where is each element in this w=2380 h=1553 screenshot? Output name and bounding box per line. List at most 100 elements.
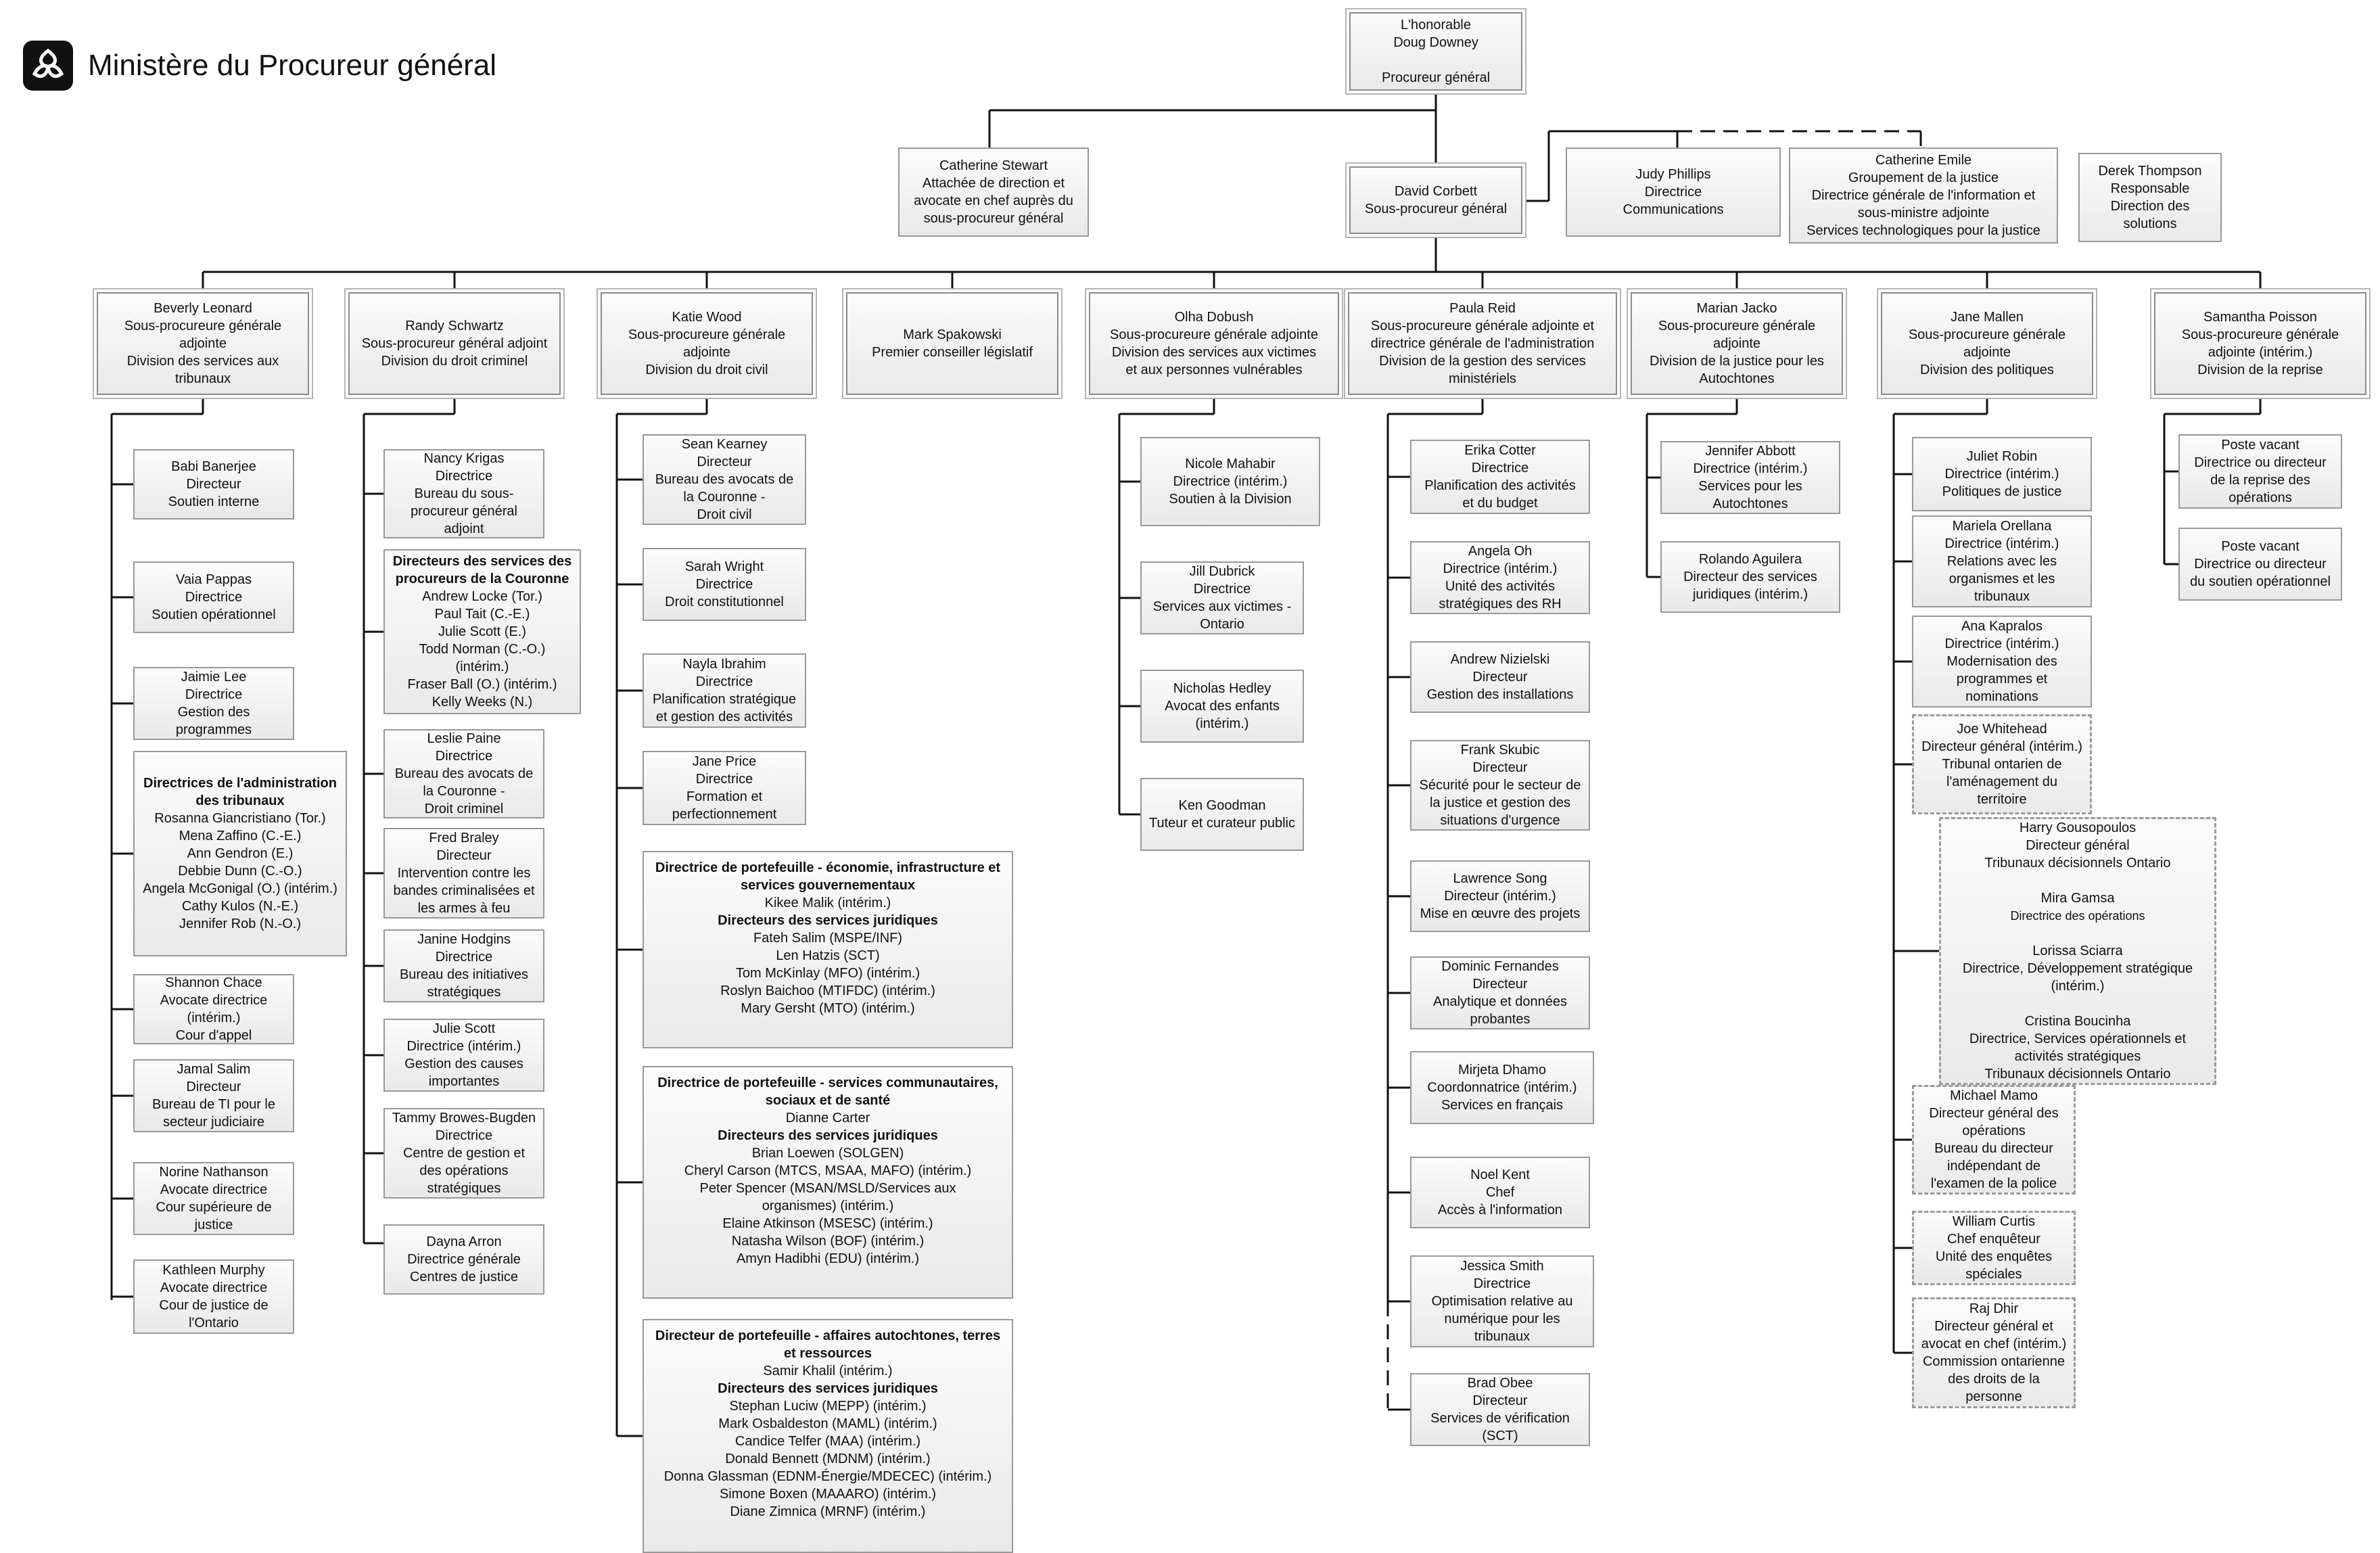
box-line: Directrice	[435, 950, 493, 965]
box-line: Sous-procureure générale	[1658, 319, 1816, 333]
box-line: Directeur général (intérim.)	[1921, 739, 2082, 754]
box-line: Directeur général	[2026, 838, 2130, 853]
box-line: organismes) (intérim.)	[762, 1199, 894, 1213]
box-line: Groupement de la justice	[1848, 170, 1999, 185]
box-line: avocat en chef (intérim.)	[1921, 1337, 2067, 1351]
box-line: procureur général	[411, 504, 517, 519]
box-line: Directeur des services	[1683, 570, 1817, 584]
box-line: tribunaux	[1474, 1329, 1531, 1344]
box-line: Erika Cotter	[1464, 443, 1536, 458]
box-line: Chef	[1485, 1185, 1515, 1200]
ontario-trillium-logo-icon	[23, 41, 73, 91]
box-line: nominations	[1965, 689, 2038, 704]
box-line: Roslyn Baichoo (MTIFDC) (intérim.)	[720, 983, 935, 998]
box-line: Julie Scott (E.)	[438, 624, 527, 639]
box-line: numérique pour les	[1444, 1312, 1560, 1326]
box-line: Directrice, Développement stratégique	[1962, 961, 2193, 976]
box-line: Todd Norman (C.-O.)	[419, 642, 546, 657]
box-line: Services technologiques pour la justice	[1806, 223, 2040, 238]
box-line: L'honorable	[1401, 18, 1471, 32]
box-line: Noel Kent	[1470, 1167, 1530, 1182]
box-line: Services aux victimes -	[1152, 599, 1292, 614]
spacer	[1963, 995, 2193, 1013]
box-line: Simone Boxen (MAAARO) (intérim.)	[719, 1487, 937, 1502]
box-line: Cour d'appel	[175, 1028, 252, 1043]
box-line: Directrice de portefeuille - économie, i…	[655, 860, 1001, 893]
box-line: territoire	[1977, 792, 2027, 807]
box-line: Sous-procureur général	[1364, 202, 1508, 216]
box-line: Poste vacant	[2221, 539, 2300, 554]
box-line: directrice générale de l'administration	[1370, 336, 1595, 351]
box-line: adjointe	[1963, 345, 2011, 360]
box-line: Jennifer Abbott	[1705, 444, 1796, 459]
box-portfolio-communautaires: Directrice de portefeuille - services co…	[643, 1066, 1013, 1299]
box-line: Planification stratégique	[652, 692, 797, 707]
box-line: Division des services aux	[126, 354, 279, 369]
box-line: Politiques de justice	[1942, 484, 2062, 499]
box-line: Gestion des causes	[404, 1057, 523, 1071]
box-line: Modernisation des	[1946, 654, 2057, 669]
box-line: adjointe	[179, 336, 227, 351]
box-line: Ana Kapralos	[1961, 619, 2043, 634]
box-line: la Couronne -	[683, 490, 766, 505]
box-line: Directeurs des services juridiques	[718, 1381, 938, 1396]
box-line: Droit civil	[697, 507, 752, 522]
box-line: Julie Scott	[432, 1021, 496, 1036]
box-line: Sécurité pour le secteur de	[1419, 778, 1581, 793]
box-line: la Couronne -	[423, 784, 505, 799]
box-line: Angela Oh	[1468, 544, 1533, 559]
box-line: Sean Kearney	[681, 437, 768, 452]
box-line: Directeur	[186, 1080, 241, 1094]
box-line: Directeur de portefeuille - affaires aut…	[655, 1328, 1001, 1361]
box-line: et aux personnes vulnérables	[1125, 363, 1303, 377]
box-line: Directeurs des services juridiques	[718, 1128, 938, 1143]
box-line: Nicholas Hedley	[1173, 681, 1271, 696]
box-line: Bureau des initiatives	[399, 967, 529, 982]
box-line: Samantha Poisson	[2203, 310, 2317, 325]
box-line: Sous-procureure générale adjointe	[1110, 327, 1318, 342]
box-line: Tribunaux décisionnels Ontario	[1984, 856, 2171, 871]
box-line: Vaia Pappas	[176, 572, 252, 587]
box-line: Mena Zaffino (C.-E.)	[179, 829, 302, 843]
box-line: stratégiques des RH	[1439, 597, 1562, 611]
box-line: Donna Glassman (EDNM-Énergie/MDECEC) (in…	[663, 1469, 992, 1484]
box-line: Sous-procureure générale	[1908, 327, 2066, 342]
box-line: Premier conseiller législatif	[872, 345, 1033, 360]
box-line: Directrice (intérim.)	[406, 1039, 521, 1054]
box-line: Division du droit criminel	[381, 354, 528, 369]
box-line: Tom McKinlay (MFO) (intérim.)	[735, 966, 920, 981]
box-line: Cour de justice de	[159, 1298, 269, 1313]
box-line: Donald Bennett (MDNM) (intérim.)	[725, 1452, 931, 1466]
box-line: des droits de la	[1948, 1372, 2040, 1387]
box-line: et du budget	[1462, 496, 1538, 511]
box-line: Natasha Wilson (BOF) (intérim.)	[731, 1234, 925, 1249]
box-line: Angela McGonigal (O.) (intérim.)	[143, 881, 337, 896]
box-line: Directrice (intérim.)	[1944, 536, 2059, 551]
box-line: Catherine Stewart	[939, 158, 1048, 173]
box-line: Juliet Robin	[1966, 449, 2038, 464]
box-line: Jane Mallen	[1951, 310, 2024, 325]
box-line: Amyn Hadibhi (EDU) (intérim.)	[736, 1251, 920, 1266]
box-line: Directrice	[185, 590, 243, 605]
box-line: Kathleen Murphy	[162, 1263, 265, 1278]
box-couronne: Directeurs des services des procureurs d…	[383, 549, 581, 714]
box-line: bandes criminalisées et	[393, 883, 535, 898]
box-line: organismes et les	[1949, 572, 2055, 586]
box-line: Derek Thompson	[2098, 164, 2202, 179]
box-line: Directrice générale	[407, 1252, 521, 1267]
